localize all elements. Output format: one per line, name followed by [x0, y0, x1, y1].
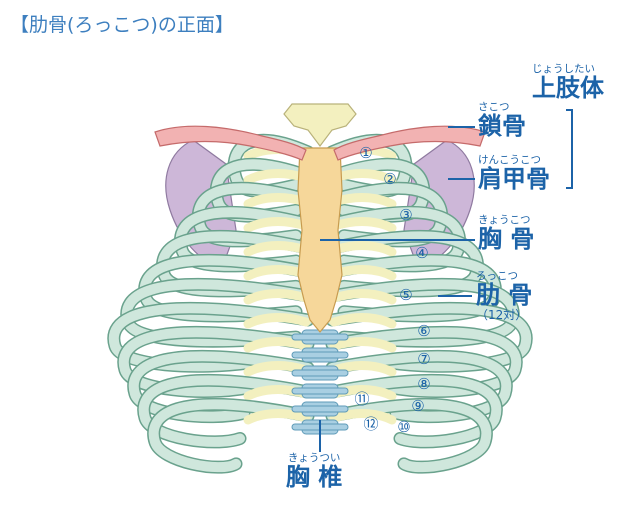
ribs-label: ろっこつ 肋 骨 （12対） — [476, 270, 532, 322]
rib-number-10: ⑩ — [397, 418, 410, 436]
costal-cartilage — [243, 217, 311, 233]
clavicle-left — [154, 125, 307, 161]
costal-cartilage — [243, 337, 311, 353]
costal-cartilage — [243, 193, 311, 209]
vertebra-process — [291, 333, 349, 341]
rib-number-7: ⑦ — [417, 350, 430, 368]
rib-body — [118, 327, 313, 397]
sternum-text: 胸 骨 — [478, 225, 535, 253]
clavicle-text: 鎖骨 — [478, 112, 526, 140]
rib-body — [148, 399, 313, 473]
rib-number-2: ② — [383, 170, 396, 188]
rib-number-8: ⑧ — [417, 375, 430, 393]
rib-body — [108, 303, 313, 372]
rib-numbers: ①②③ ④ ⑤⑥ ⑦ ⑧ ⑨⑩ ⑪ ⑫ — [354, 144, 430, 436]
page-title: 【肋骨(ろっこつ)の正面】 — [10, 14, 234, 36]
costal-cartilage — [243, 361, 311, 377]
rib-8-left — [107, 301, 315, 373]
costal-cartilage — [329, 217, 397, 233]
vertebra-process — [291, 369, 349, 377]
clavicles — [154, 125, 486, 161]
costal-cartilage — [243, 289, 311, 305]
rib-body — [327, 351, 512, 422]
costal-cartilage — [243, 409, 311, 425]
rib-body — [327, 327, 522, 397]
costal-cartilage — [243, 241, 311, 257]
rib-9-left — [117, 325, 315, 398]
top-vertebra — [283, 103, 357, 147]
rib-number-9: ⑨ — [411, 397, 424, 415]
scapula-ruby: けんこうこつ — [478, 154, 541, 166]
rib-number-4: ④ — [415, 244, 428, 262]
rib-body — [128, 351, 313, 422]
upper-limb-text: 上肢体 — [532, 74, 604, 102]
vertebra-label: きょうつい 胸 椎 — [286, 452, 342, 490]
rib-body — [327, 375, 502, 447]
costal-cartilage — [329, 289, 397, 305]
costal-cartilage — [329, 409, 397, 425]
rib-10-left — [127, 349, 315, 424]
costal-cartilage — [329, 337, 397, 353]
upper-limb-label: じょうしたい 上肢体 — [532, 63, 604, 101]
clavicle-ruby: さこつ — [478, 101, 510, 113]
upper-limb-ruby: じょうしたい — [532, 63, 595, 75]
vertebra-process — [291, 351, 349, 359]
upper-limb-bracket — [566, 109, 573, 189]
rib-12-right — [325, 397, 493, 474]
clavicle-right — [333, 125, 486, 161]
ribs-text: 肋 骨 — [476, 281, 533, 309]
thoracic-vertebrae — [291, 329, 349, 435]
costal-cartilage — [243, 265, 311, 281]
rib-number-5: ⑤ — [399, 286, 412, 304]
ribs-ruby: ろっこつ — [476, 270, 518, 282]
scapula-text: 肩甲骨 — [478, 165, 550, 193]
costal-cartilage — [329, 193, 397, 209]
rib-number-6: ⑥ — [417, 322, 430, 340]
costal-cartilage — [329, 361, 397, 377]
rib-number-1: ① — [359, 144, 372, 162]
costal-cartilage — [329, 265, 397, 281]
sternum-ruby: きょうこつ — [478, 214, 531, 226]
rib-12-left — [147, 397, 315, 474]
rib-body — [327, 303, 532, 372]
costal-cartilage — [329, 313, 397, 329]
vertebra-process — [291, 387, 349, 395]
rib-number-3: ③ — [399, 206, 412, 224]
scapula-label: けんこうこつ 肩甲骨 — [478, 154, 550, 192]
clavicle-label: さこつ 鎖骨 — [478, 101, 526, 139]
rib-9-right — [325, 325, 523, 398]
costal-cartilage — [243, 313, 311, 329]
vertebra-text: 胸 椎 — [286, 463, 343, 491]
vertebra-ruby: きょうつい — [287, 452, 341, 464]
ribs-count-note: （12対） — [476, 308, 528, 322]
rib-8-right — [325, 301, 533, 373]
rib-number-11: ⑪ — [354, 390, 369, 408]
costal-cartilage — [243, 169, 311, 185]
sternum-label: きょうこつ 胸 骨 — [478, 214, 534, 252]
rib-body — [138, 375, 313, 447]
rib-number-12: ⑫ — [363, 415, 378, 433]
label-callouts — [319, 109, 573, 452]
rib-body — [327, 399, 492, 473]
rib-10-right — [325, 349, 513, 424]
costal-cartilage — [329, 241, 397, 257]
vertebra-process — [291, 405, 349, 413]
